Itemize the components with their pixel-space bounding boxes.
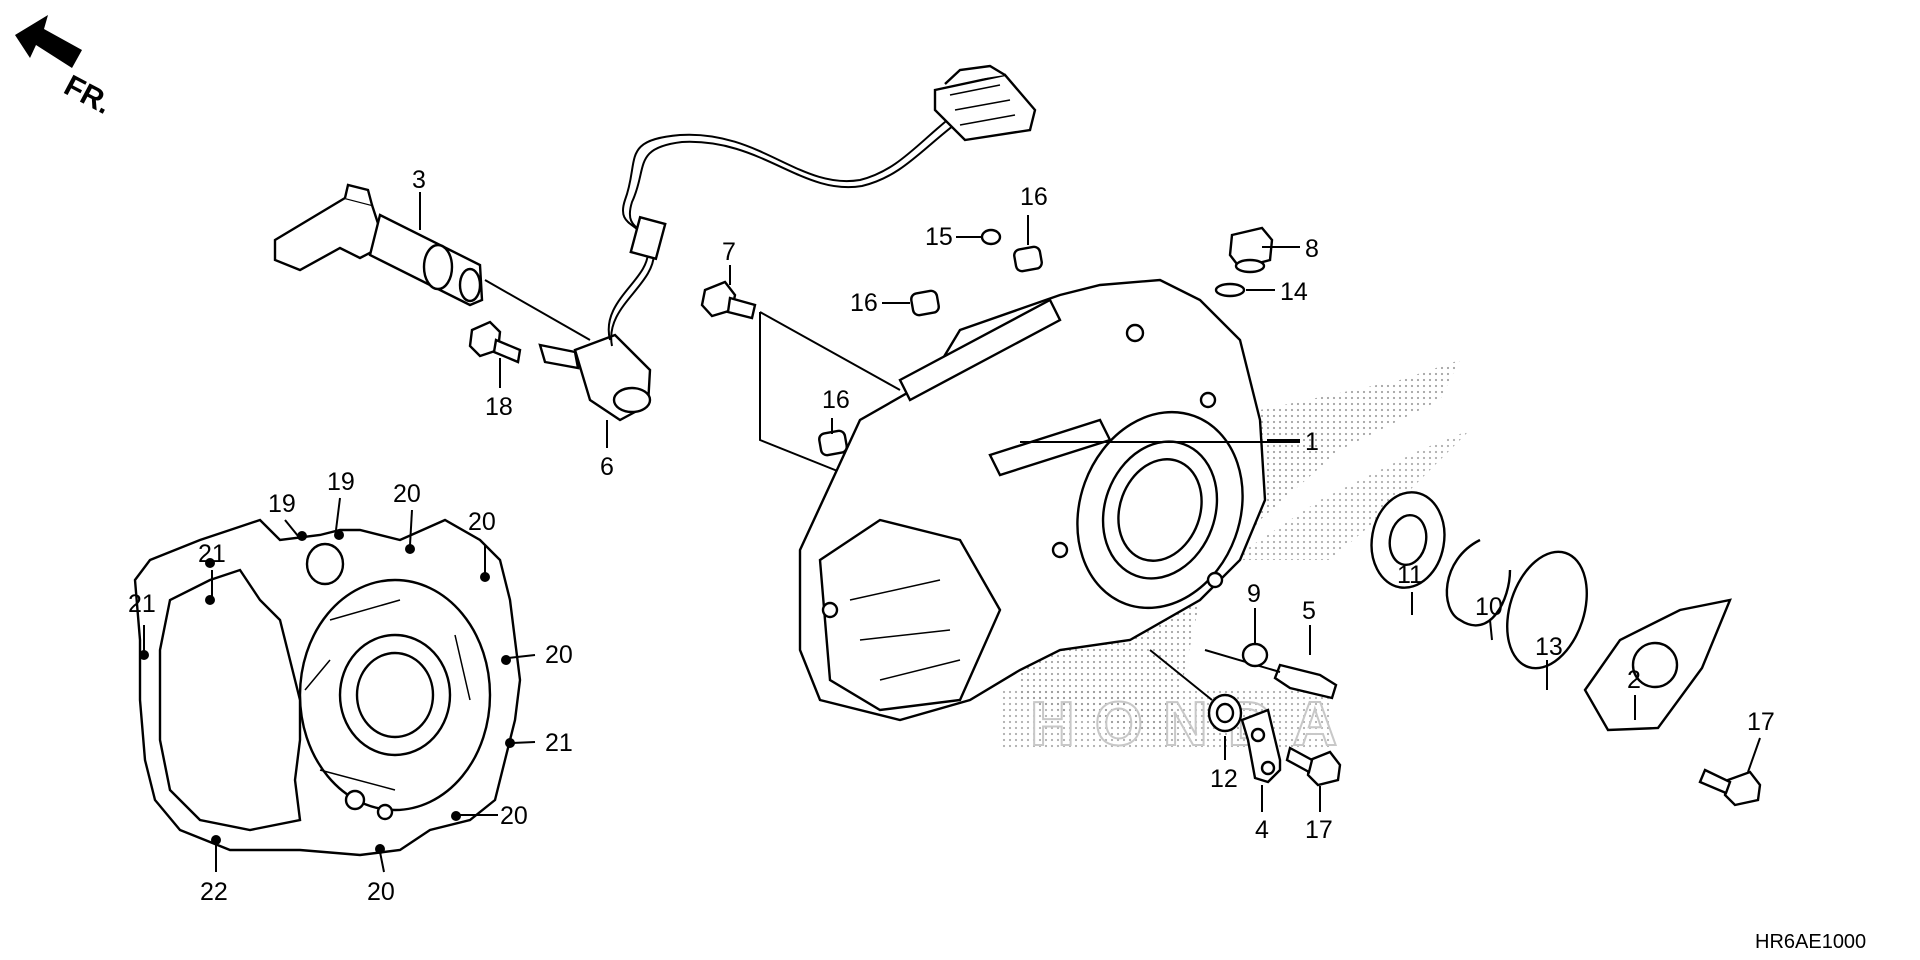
bearing-11 <box>1370 491 1446 589</box>
snap-ring-10 <box>1445 538 1512 627</box>
bolt-17-right <box>1698 768 1762 807</box>
callout-7: 7 <box>722 238 736 266</box>
shift-arm-shaft <box>273 183 591 341</box>
callout-3: 3 <box>412 166 426 194</box>
plug-8-oring-14 <box>1214 226 1274 298</box>
front-label: FR. <box>59 69 117 121</box>
dowel-pins <box>818 245 1043 457</box>
callout-2: 2 <box>1627 666 1641 694</box>
callout-20-bottom: 20 <box>367 878 395 906</box>
bracket-4 <box>1240 708 1282 784</box>
callout-20-top: 20 <box>393 480 421 508</box>
callout-17-center: 17 <box>1305 816 1333 844</box>
front-direction-indicator: FR. <box>15 15 117 121</box>
callout-21-right: 21 <box>545 729 573 757</box>
callout-20-right: 20 <box>545 641 573 669</box>
callout-16-middle: 16 <box>850 289 878 317</box>
watermark-text: HONDA <box>1030 690 1357 759</box>
seal-12 <box>1149 649 1243 733</box>
bolt-7 <box>700 280 901 481</box>
callout-21-upper: 21 <box>198 540 226 568</box>
speed-sensor-harness <box>538 64 1037 422</box>
oring-13 <box>1506 550 1588 670</box>
callout-13: 13 <box>1535 633 1563 661</box>
callout-18: 18 <box>485 393 513 421</box>
callout-10: 10 <box>1475 593 1503 621</box>
callout-11: 11 <box>1397 561 1423 589</box>
callout-4: 4 <box>1255 816 1269 844</box>
callout-19-right: 19 <box>327 468 355 496</box>
callout-20-upper-right: 20 <box>468 508 496 536</box>
diagram-code: HR6AE1000 <box>1755 931 1866 953</box>
callout-5: 5 <box>1302 597 1316 625</box>
callout-8: 8 <box>1305 235 1319 263</box>
callout-6: 6 <box>600 453 614 481</box>
callout-1: 1 <box>1305 428 1319 456</box>
bolt-17-center <box>1285 746 1342 787</box>
sensor-5 <box>1204 649 1338 700</box>
wing-logo-watermark: HONDA <box>1000 360 1470 760</box>
callout-17-right: 17 <box>1747 708 1775 736</box>
callout-9: 9 <box>1247 580 1261 608</box>
callout-19-left: 19 <box>268 490 296 518</box>
callout-16-upper: 16 <box>1020 183 1048 211</box>
callout-16-lower: 16 <box>822 386 850 414</box>
callout-14: 14 <box>1280 278 1308 306</box>
callout-22: 22 <box>200 878 228 906</box>
washer-15 <box>980 228 1002 246</box>
callout-12: 12 <box>1210 765 1238 793</box>
leader-lines <box>143 192 1761 873</box>
rear-case-cover <box>798 278 1300 722</box>
washer-9 <box>1241 642 1269 668</box>
callout-15: 15 <box>925 223 953 251</box>
callout-21-left: 21 <box>128 590 156 618</box>
plate-2 <box>1583 598 1732 732</box>
callout-20-lower-right: 20 <box>500 802 528 830</box>
case-cover-gasket <box>133 518 522 857</box>
callout-labels: 1 2 3 4 5 6 7 8 9 10 11 12 13 14 15 16 1… <box>128 166 1775 906</box>
bolt-18 <box>468 320 522 364</box>
arrow-front-icon <box>15 15 82 68</box>
